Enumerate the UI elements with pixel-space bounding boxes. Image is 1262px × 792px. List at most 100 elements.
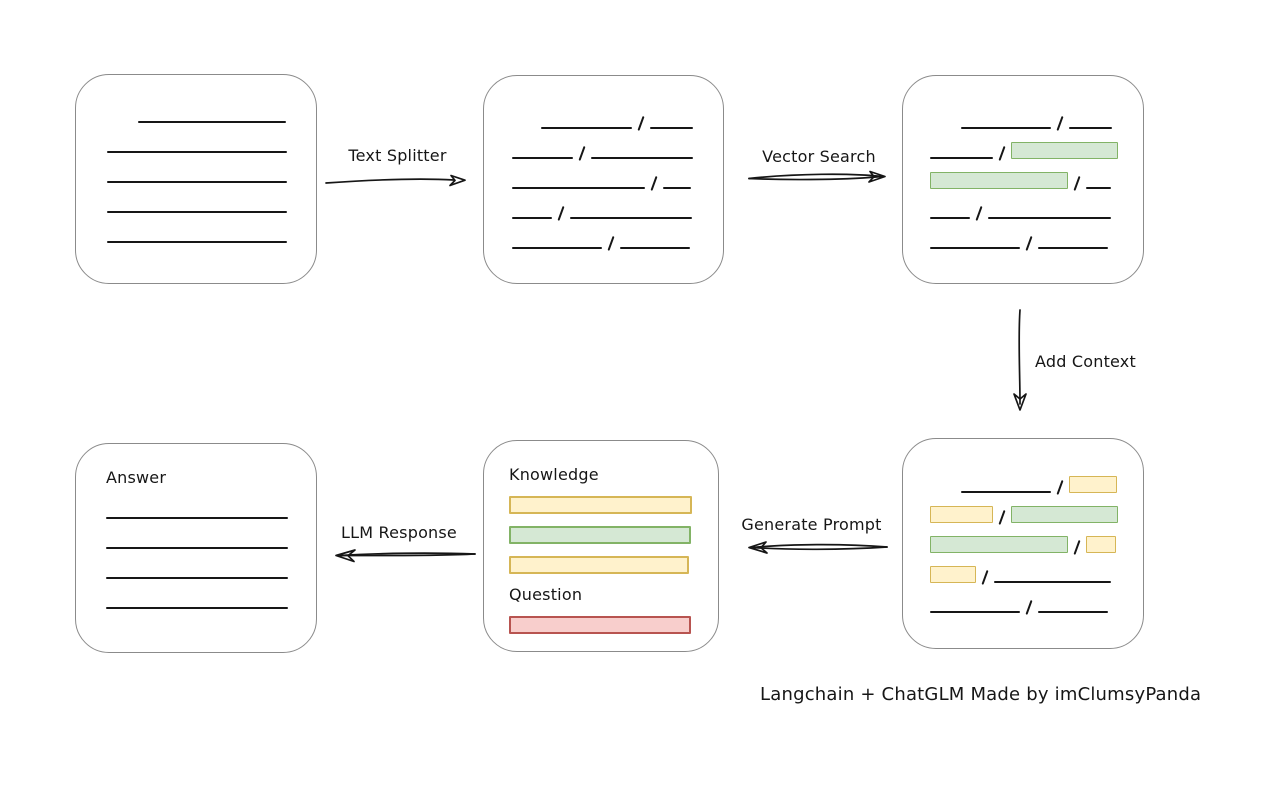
diagram-row [512, 164, 723, 194]
generate-prompt-arrow [733, 538, 891, 558]
retrieved-chunks-lines [903, 76, 1143, 254]
text-line [512, 247, 602, 249]
diagram-row [509, 487, 718, 517]
diagram-row [930, 558, 1143, 588]
diagram-row [107, 128, 316, 158]
diagram-row [930, 164, 1143, 194]
yellow-highlight-chip [930, 506, 993, 523]
llm-response-arrow [318, 546, 478, 566]
diagram-row [930, 104, 1143, 134]
green-highlight-chip [930, 172, 1068, 189]
diagram-row [509, 607, 718, 637]
diagram-row [930, 498, 1143, 528]
diagram-row [106, 494, 316, 524]
chunks-lines [484, 76, 723, 254]
diagram-row [930, 194, 1143, 224]
yellow-highlight-chip [1069, 476, 1118, 493]
add-context-label: Add Context [1035, 352, 1136, 371]
section-label: Knowledge [509, 465, 599, 484]
text-line [930, 247, 1020, 249]
text-line [994, 581, 1112, 583]
text-line [570, 217, 693, 219]
chunk-separator-slash [557, 206, 565, 221]
chunk-separator-slash [1073, 176, 1081, 191]
text-line [107, 151, 287, 153]
chunk-separator-slash [1056, 480, 1064, 495]
diagram-row [930, 588, 1143, 618]
diagram-row [930, 134, 1143, 164]
chunk-separator-slash [650, 176, 658, 191]
diagram-row [107, 188, 316, 218]
diagram-row [106, 584, 316, 614]
chunk-separator-slash [981, 570, 989, 585]
green-highlight-bar [509, 526, 691, 544]
text-line [106, 607, 288, 609]
text-line [930, 157, 993, 159]
text-line [930, 217, 970, 219]
diagram-row [509, 547, 718, 577]
yellow-highlight-chip [1086, 536, 1117, 553]
text-line [107, 241, 287, 243]
chunk-separator-slash [578, 146, 586, 161]
text-line [591, 157, 694, 159]
diagram-row [512, 194, 723, 224]
diagram-row [107, 98, 316, 128]
yellow-highlight-bar [509, 556, 689, 574]
red-highlight-bar [509, 616, 691, 634]
source-document-box [75, 74, 317, 284]
text-line [961, 127, 1051, 129]
split-chunks-box [483, 75, 724, 284]
text-line [663, 187, 692, 189]
vector-search-result-box [902, 75, 1144, 284]
chunk-separator-slash [998, 510, 1006, 525]
text-line [541, 127, 632, 129]
text-line [107, 181, 287, 183]
diagram-row [512, 224, 723, 254]
yellow-highlight-bar [509, 496, 692, 514]
chunk-separator-slash [998, 146, 1006, 161]
diagram-row [512, 134, 723, 164]
text-line [1069, 127, 1113, 129]
text-splitter-label: Text Splitter [348, 146, 447, 165]
diagram-row: Question [509, 577, 718, 607]
diagram-row [107, 158, 316, 188]
diagram-row [106, 554, 316, 584]
text-line [988, 217, 1112, 219]
generate-prompt-label: Generate Prompt [741, 515, 882, 534]
text-line [107, 211, 287, 213]
diagram-row: Answer [106, 460, 316, 490]
green-highlight-chip [930, 536, 1068, 553]
answer-content: Answer [76, 444, 316, 614]
text-line [650, 127, 694, 129]
answer-box: Answer [75, 443, 317, 653]
green-highlight-chip [1011, 506, 1119, 523]
text-line [106, 547, 288, 549]
section-label: Question [509, 585, 583, 604]
text-line [1038, 611, 1109, 613]
section-label: Answer [106, 468, 167, 487]
text-line [961, 491, 1051, 493]
green-highlight-chip [1011, 142, 1119, 159]
chunk-separator-slash [607, 236, 615, 251]
context-chunks-lines [903, 439, 1143, 618]
chunk-separator-slash [975, 206, 983, 221]
vector-search-arrow [746, 168, 894, 188]
add-context-arrow [1008, 308, 1032, 418]
context-chunks-box [902, 438, 1144, 649]
document-lines [76, 75, 316, 248]
chunk-separator-slash [1025, 600, 1033, 615]
diagram-row [509, 517, 718, 547]
chunk-separator-slash [1056, 116, 1064, 131]
diagram-row [930, 528, 1143, 558]
text-line [512, 157, 573, 159]
text-line [138, 121, 286, 123]
yellow-highlight-chip [930, 566, 976, 583]
text-splitter-arrow [324, 172, 470, 192]
text-line [106, 517, 288, 519]
diagram-row [107, 218, 316, 248]
llm-response-label: LLM Response [341, 523, 457, 542]
chunk-separator-slash [1025, 236, 1033, 251]
text-line [930, 611, 1020, 613]
